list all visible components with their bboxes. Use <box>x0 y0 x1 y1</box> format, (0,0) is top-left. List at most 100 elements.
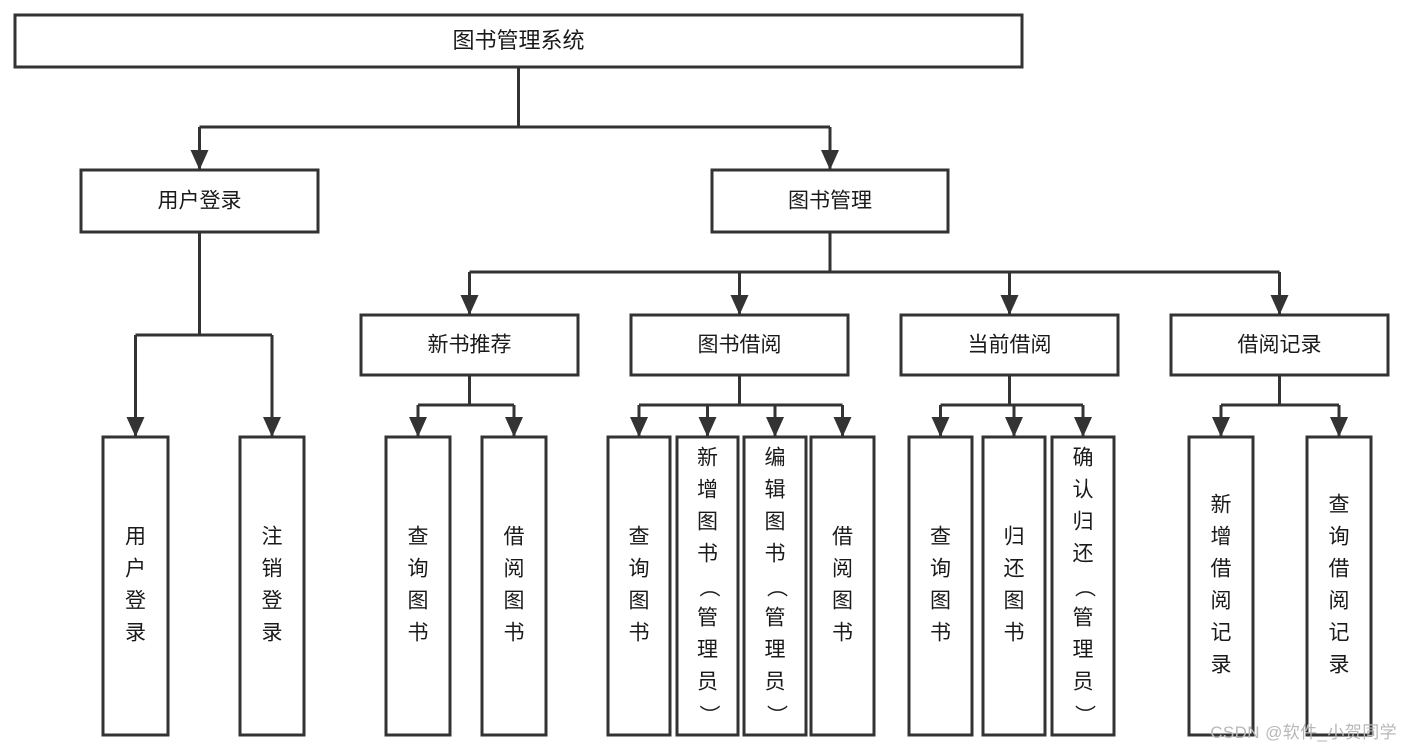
arrow-head-icon <box>821 150 839 170</box>
leaf-label-char: 录 <box>262 622 283 645</box>
node-user-login[interactable]: 用户登录 <box>79 168 320 234</box>
leaf-label-char: 录 <box>1329 654 1350 677</box>
node-box-book-borrow <box>629 313 850 377</box>
leaf-label-char: （ <box>764 577 787 598</box>
leaf-label-char: 新 <box>697 447 718 470</box>
leaf-box-leaf-logout-login <box>238 435 306 737</box>
leaf-label-char: （ <box>1072 577 1095 598</box>
arrow-head-icon <box>1212 417 1230 437</box>
leaf-label-char: 确 <box>1073 447 1094 470</box>
leaf-box-leaf-add-record <box>1187 435 1255 737</box>
leaf-box-leaf-query-record <box>1305 435 1373 737</box>
leaf-node-leaf-user-login[interactable]: 用户登录 <box>101 435 170 737</box>
leaf-label-char: 书 <box>1004 622 1025 645</box>
leaf-label-char: 图 <box>697 511 718 534</box>
leaf-box-leaf-borrow-book-2 <box>809 435 876 737</box>
node-label-root: 图书管理系统 <box>452 28 584 53</box>
node-book-borrow[interactable]: 图书借阅 <box>629 313 850 377</box>
leaf-label-char: 图 <box>408 590 429 613</box>
leaf-label-char: 书 <box>765 543 786 566</box>
leaf-label-char: 借 <box>1211 558 1232 581</box>
node-root[interactable]: 图书管理系统 <box>13 13 1024 69</box>
leaf-label-char: 理 <box>697 639 718 662</box>
leaf-label-char: 注 <box>262 526 283 549</box>
node-box-new-book-recommend <box>359 313 580 377</box>
leaf-label-char: 辑 <box>765 479 786 502</box>
node-current-borrow[interactable]: 当前借阅 <box>899 313 1120 377</box>
arrow-head-icon <box>730 295 749 315</box>
node-label-book-borrow: 图书借阅 <box>698 334 782 357</box>
node-borrow-record[interactable]: 借阅记录 <box>1169 313 1390 377</box>
node-box-user-login <box>79 168 320 234</box>
leaf-label-char: 员 <box>697 671 718 694</box>
node-new-book-recommend[interactable]: 新书推荐 <box>359 313 580 377</box>
leaf-label-char: ） <box>697 705 720 726</box>
leaf-label-char: 认 <box>1073 479 1094 502</box>
node-box-book-management <box>710 168 950 234</box>
leaf-label-char: 增 <box>1211 526 1232 549</box>
leaf-label-char: 管 <box>1073 607 1094 630</box>
leaf-label-char: 还 <box>1004 558 1025 581</box>
leaf-label-char: 登 <box>125 590 146 613</box>
leaf-label-char: 图 <box>629 590 650 613</box>
leaf-label-char: 管 <box>765 607 786 630</box>
arrow-head-icon <box>1330 417 1348 437</box>
leaf-label-char: 员 <box>1073 671 1094 694</box>
leaf-label-char: 增 <box>697 479 718 502</box>
arrow-head-icon <box>630 417 648 437</box>
leaf-box-leaf-query-book-1 <box>384 435 452 737</box>
arrow-head-icon <box>931 417 950 437</box>
leaf-label-char: 户 <box>125 558 146 581</box>
node-label-new-book-recommend: 新书推荐 <box>428 334 512 357</box>
arrow-head-icon <box>190 150 209 170</box>
node-book-management[interactable]: 图书管理 <box>710 168 950 234</box>
arrow-head-icon <box>263 417 281 437</box>
arrow-head-icon <box>1005 417 1023 437</box>
leaf-label-char: 编 <box>765 447 786 470</box>
leaf-label-char: 销 <box>262 558 283 581</box>
leaf-label-char: 查 <box>629 526 650 549</box>
leaf-label-char: 图 <box>504 590 525 613</box>
node-label-borrow-record: 借阅记录 <box>1238 334 1322 357</box>
leaf-label-char: 查 <box>408 526 429 549</box>
arrow-head-icon <box>505 417 523 437</box>
leaf-box-leaf-borrow-book-1 <box>480 435 548 737</box>
leaf-label-char: 阅 <box>1211 590 1232 613</box>
leaf-label-char: ） <box>764 705 787 726</box>
leaf-label-char: 阅 <box>832 558 853 581</box>
leaf-label-char: 图 <box>832 590 853 613</box>
leaf-label-char: 询 <box>930 558 951 581</box>
node-label-book-management: 图书管理 <box>788 190 872 213</box>
connector-layer <box>126 67 1348 437</box>
leaf-label-char: 图 <box>930 590 951 613</box>
leaf-label-char: 录 <box>125 622 146 645</box>
arrow-head-icon <box>409 417 427 437</box>
leaf-label-char: 查 <box>1329 494 1350 517</box>
leaf-label-char: 借 <box>832 526 853 549</box>
node-label-user-login: 用户登录 <box>158 190 242 213</box>
leaf-box-leaf-add-book <box>675 435 740 737</box>
leaf-label-char: 询 <box>629 558 650 581</box>
leaf-box-leaf-query-book-2 <box>606 435 672 737</box>
leaf-label-char: 录 <box>1211 654 1232 677</box>
leaf-label-char: 书 <box>504 622 525 645</box>
watermark-text: CSDN @软件_小贺同学 <box>1210 723 1397 742</box>
leaf-box-leaf-user-login <box>101 435 170 737</box>
leaf-box-leaf-confirm-return <box>1050 435 1116 737</box>
arrow-head-icon <box>766 417 784 437</box>
leaf-label-char: 新 <box>1211 494 1232 517</box>
